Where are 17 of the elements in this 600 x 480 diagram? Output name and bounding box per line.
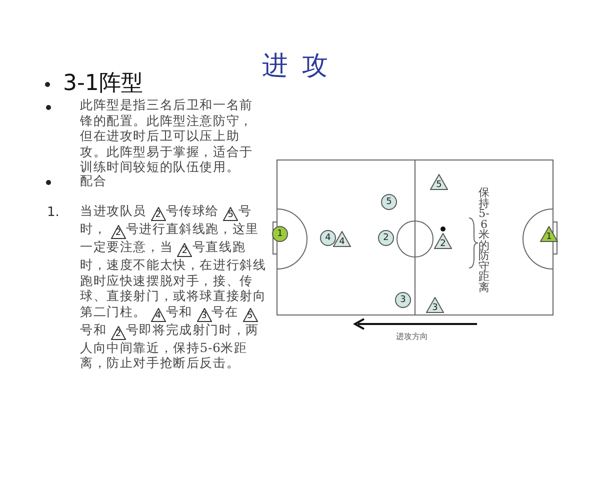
player-marker: 1 (272, 226, 288, 242)
paragraph: 此阵型是指三名后卫和一名前锋的配置。此阵型注意防守，但在进攻时后卫可以压上助攻。此阵型易于掌握，适合于训练时间较短的队伍使用。 (80, 97, 254, 174)
player-marker: 3 (426, 297, 444, 313)
player-marker: 3 (395, 292, 411, 308)
heading: 3-1阵型 (63, 70, 143, 98)
slide-title: 进攻 (262, 50, 342, 83)
player-marker: 4 (333, 231, 351, 247)
player-marker: 5 (430, 174, 448, 190)
player-marker: 2 (434, 233, 452, 249)
distance-note: 保持5-6米的防守距离 (478, 188, 490, 293)
list-number: 1. (47, 205, 60, 220)
player-marker: 4 (320, 230, 336, 246)
direction-label: 进攻方向 (396, 331, 428, 342)
player-marker: 2 (378, 230, 394, 246)
player-marker: 5 (381, 194, 397, 210)
player-marker: 1 (540, 226, 558, 242)
paragraph: 配合 (80, 173, 107, 188)
